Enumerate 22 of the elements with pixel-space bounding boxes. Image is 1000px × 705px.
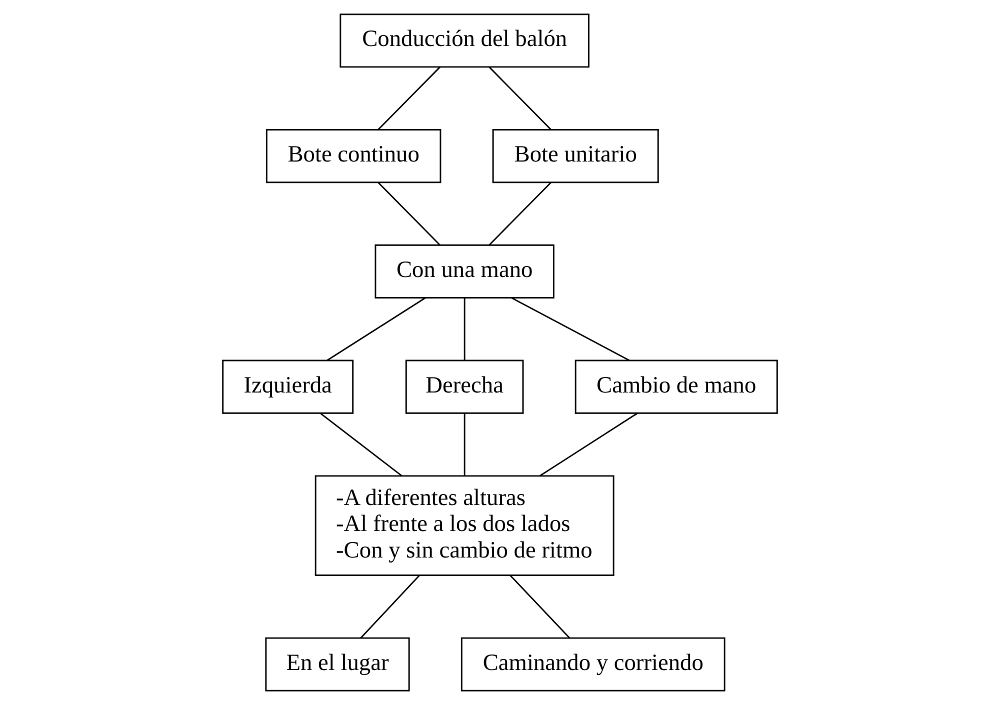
connector <box>320 412 402 476</box>
node-box: Izquierda <box>222 360 354 414</box>
connector <box>378 182 441 246</box>
connector <box>540 412 638 476</box>
node-box: Conducción del balón <box>340 14 590 68</box>
node-box: Derecha <box>405 360 524 414</box>
node-box: En el lugar <box>265 637 410 692</box>
node-box: -A diferentes alturas -Al frente a los dos lados -Con y sin cambio de ritmo <box>314 475 614 576</box>
connector <box>464 413 466 476</box>
node-box: Bote continuo <box>266 129 442 184</box>
connector <box>488 66 552 130</box>
node-box: Bote unitario <box>492 129 659 184</box>
connector <box>488 182 552 246</box>
connector <box>464 298 466 360</box>
node-box: Con una mano <box>374 244 554 298</box>
connector <box>378 66 440 130</box>
node-box: Caminando y corriendo <box>460 637 726 692</box>
connector <box>510 574 570 639</box>
connector <box>511 297 630 362</box>
node-box: Cambio de mano <box>574 360 778 414</box>
connector <box>360 574 420 638</box>
connector <box>326 297 426 362</box>
